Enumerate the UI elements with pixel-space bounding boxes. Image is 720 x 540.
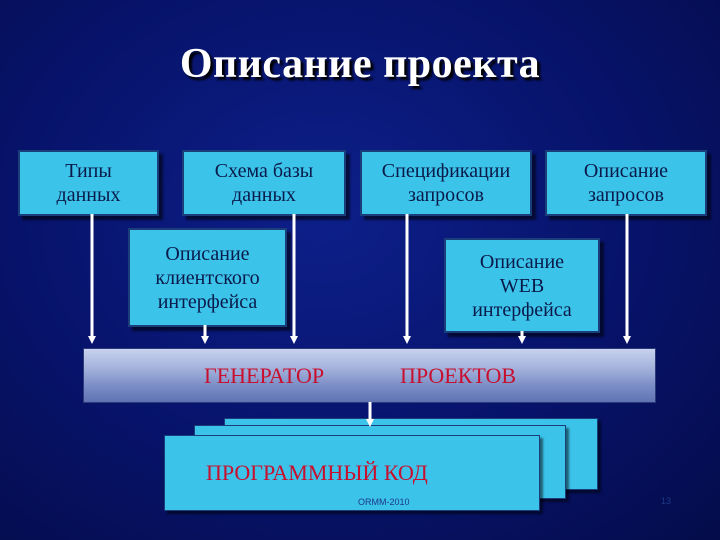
slide-title: Описание проекта [179, 41, 541, 87]
page-number: 13 [661, 496, 672, 506]
footer-label: ORMM-2010 [358, 497, 410, 507]
box-data-types: Типы данных [18, 150, 159, 216]
program-code-label: ПРОГРАММНЫЙ КОД [206, 460, 428, 485]
generator-bar: ГЕНЕРАТОР ПРОЕКТОВ [83, 348, 656, 403]
code-page-front [164, 435, 540, 511]
projects-label: ПРОЕКТОВ [400, 363, 517, 388]
box-query-specs: Спецификации запросов [360, 150, 532, 216]
generator-label: ГЕНЕРАТОР [204, 363, 325, 388]
box-query-description: Описание запросов [545, 150, 707, 216]
box-client-interface: Описание клиентского интерфейса [128, 228, 287, 327]
box-db-schema: Схема базы данных [182, 150, 346, 216]
box-web-interface: Описание WEB интерфейса [444, 238, 600, 333]
